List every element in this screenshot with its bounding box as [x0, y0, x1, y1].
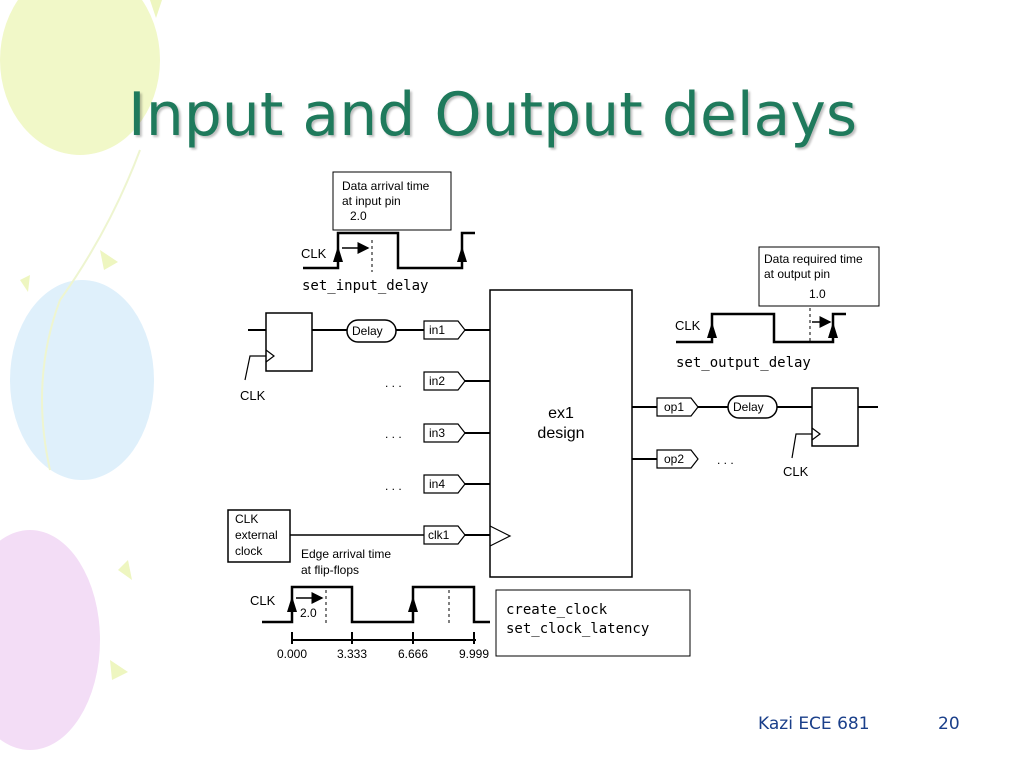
set-input-delay-command: set_input_delay: [302, 278, 428, 294]
output-clock-waveform: [676, 312, 846, 344]
balloon-string: [41, 149, 141, 471]
port-clk1-label: clk1: [428, 528, 450, 542]
output-delay-label: Delay: [733, 400, 764, 414]
tick-label: 6.666: [398, 647, 428, 661]
input-delay-section: Data arrival time at input pin 2.0 CLK s…: [301, 171, 475, 294]
yellow-balloon: [0, 0, 160, 155]
clock-clk-label: CLK: [250, 593, 276, 608]
clock-section: CLK external clock Edge arrival time at …: [227, 509, 691, 661]
clock-waveform: [262, 585, 490, 624]
tick-label: 0.000: [277, 647, 307, 661]
clock-commands-box: [495, 589, 691, 657]
input-note-line2: at input pin: [342, 194, 401, 208]
confetti: [20, 0, 162, 680]
port-in1: [423, 320, 466, 340]
footer-text: Kazi ECE 681: [758, 714, 870, 734]
input-note-box: [332, 171, 452, 231]
clock-rising-edge-arrow: [287, 596, 297, 612]
port-clk1: [423, 525, 466, 545]
clock-source-line2: external: [235, 528, 278, 542]
port-in1-label: in1: [429, 323, 445, 337]
slide-title: Input and Output delays: [128, 80, 858, 150]
edge-note-line2: at flip-flops: [301, 563, 359, 577]
output-rising-edge-arrow-2: [828, 322, 838, 338]
clock-rising-edge-arrow-2: [408, 596, 418, 612]
input-note-value: 2.0: [350, 209, 367, 223]
output-note-line1: Data required time: [764, 252, 863, 266]
input-ff-clk-label: CLK: [240, 388, 266, 403]
port-op1-label: op1: [664, 400, 684, 414]
port-in3-label: in3: [429, 426, 445, 440]
port-op2: [656, 449, 699, 469]
output-rising-edge-arrow: [707, 322, 717, 338]
port-in4: [423, 474, 466, 494]
output-register: [811, 387, 859, 447]
port-op1: [656, 397, 699, 417]
clock-latency-value: 2.0: [300, 606, 317, 620]
blue-balloon: [10, 280, 154, 480]
clock-source-line3: clock: [235, 544, 263, 558]
port-op2-label: op2: [664, 452, 684, 466]
port-in2: [423, 371, 466, 391]
design-block: ex1 design: [489, 289, 633, 578]
port-in2-label: in2: [429, 374, 445, 388]
input-clock-waveform: [303, 231, 475, 270]
input-rising-edge-arrow-2: [457, 246, 467, 262]
input-clk-label: CLK: [301, 246, 327, 261]
op2-ellipsis: . . .: [717, 453, 734, 467]
output-note-box: [758, 246, 880, 307]
tick-label: 3.333: [337, 647, 367, 661]
input-delay-label: Delay: [352, 324, 383, 338]
input-note-line1: Data arrival time: [342, 179, 430, 193]
page-number: 20: [938, 714, 960, 734]
input-rising-edge-arrow: [333, 246, 343, 262]
create-clock-command: create_clock: [506, 602, 608, 618]
tick-label: 9.999: [459, 647, 489, 661]
output-section: op1 Delay CLK op2 . . .: [632, 387, 878, 479]
in4-ellipsis: . . .: [385, 479, 402, 493]
output-clk-label: CLK: [675, 318, 701, 333]
output-ff-clk-label: CLK: [783, 464, 809, 479]
in3-ellipsis: . . .: [385, 427, 402, 441]
set-output-delay-command: set_output_delay: [676, 355, 811, 371]
port-in4-label: in4: [429, 477, 445, 491]
output-delay-section: Data required time at output pin 1.0 CLK…: [675, 246, 880, 371]
clock-source-line1: CLK: [235, 512, 258, 526]
port-in3: [423, 423, 466, 443]
input-register: [265, 312, 313, 372]
edge-note-line1: Edge arrival time: [301, 547, 391, 561]
design-label: design: [537, 425, 584, 442]
output-note-value: 1.0: [809, 287, 826, 301]
input-flip-flop: CLK Delay: [240, 312, 424, 403]
design-name: ex1: [548, 405, 574, 422]
ex1-design-box: [489, 289, 633, 578]
external-clock-box: [227, 509, 291, 563]
pink-balloon: [0, 530, 100, 750]
clock-input-symbol: [489, 525, 512, 547]
input-ports: in1 . . . in2 . . . in3 . . . in4 clk1: [290, 320, 490, 545]
set-clock-latency-command: set_clock_latency: [506, 621, 649, 637]
in2-ellipsis: . . .: [385, 376, 402, 390]
output-note-line2: at output pin: [764, 267, 830, 281]
